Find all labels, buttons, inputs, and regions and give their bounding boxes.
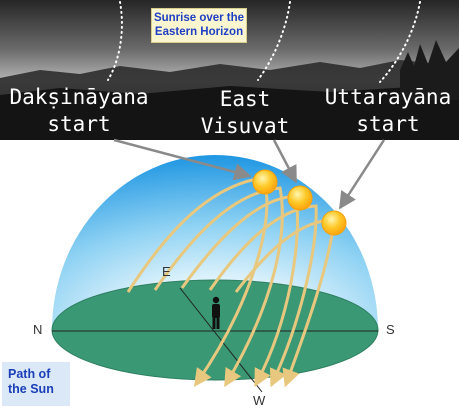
compass-east: E (162, 264, 171, 279)
dakshinayana-label-line2: start (47, 112, 111, 136)
person-icon (212, 296, 220, 329)
pointer-east (272, 139, 298, 184)
compass-south: S (386, 322, 395, 337)
sun-path-intermediate-1 (153, 186, 284, 388)
compass-north: N (33, 322, 43, 337)
path-of-sun-label: Path of the Sun (2, 362, 70, 406)
compass-west: W (253, 393, 266, 408)
sun-icon (252, 169, 278, 195)
label-pointers (113, 138, 386, 210)
uttarayana-label-line1: Uttarayāna (324, 85, 452, 109)
dakshinayana-label: Dakṣināyana start (4, 84, 154, 138)
ground-disk (51, 279, 379, 381)
photo-caption: Sunrise over the Eastern Horizon (151, 8, 247, 43)
sun-path-intermediate-2 (208, 204, 318, 388)
east-visuvat-label: East Visuvat (192, 86, 298, 140)
east-label-line1: East (219, 87, 271, 111)
sun-icon (321, 210, 347, 236)
dakshinayana-label-line1: Dakṣināyana (9, 85, 149, 109)
pointer-uttarayana (338, 139, 386, 210)
pointer-dakshinayana (113, 138, 252, 181)
east-west-line (179, 287, 263, 393)
uttarayana-label: Uttarayāna start (318, 84, 458, 138)
uttarayana-label-line2: start (356, 112, 420, 136)
sun-icon (287, 185, 313, 211)
east-label-line2: Visuvat (200, 114, 290, 138)
